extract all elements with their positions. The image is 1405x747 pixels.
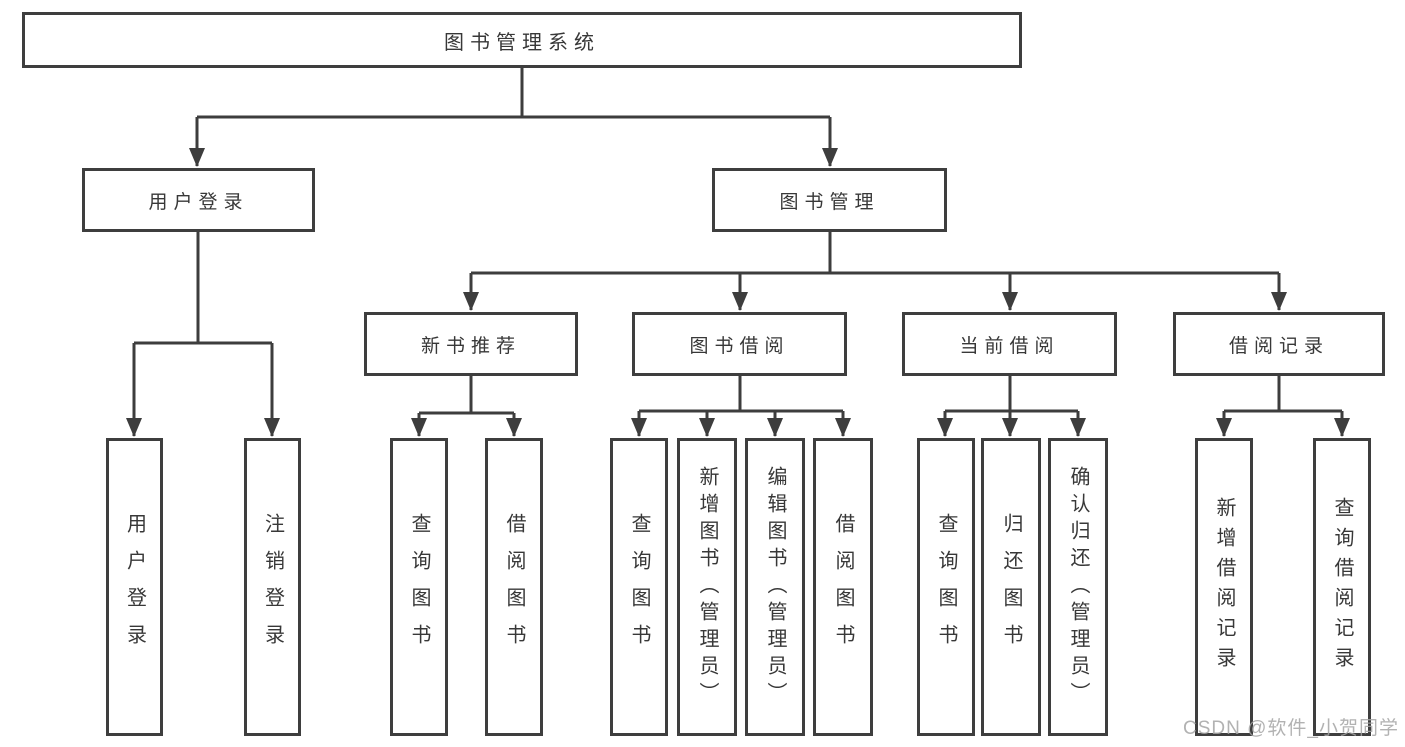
node-label: 新书推荐 [420,335,521,357]
node-label: 新增图书（管理员） [696,465,718,709]
leaf-query-borrow-record: 查询借阅记录 [1313,438,1371,736]
node-label: 查询图书 [408,513,430,661]
node-label: 编辑图书（管理员） [764,465,786,709]
node-label: 借阅记录 [1228,335,1329,357]
connector-user-login-branch [126,232,280,437]
leaf-add-borrow-record: 新增借阅记录 [1195,438,1253,736]
node-label: 借阅图书 [832,513,854,661]
connector-book-borrowing-branch [631,376,851,437]
connector-current-borrowing-branch [937,376,1086,437]
node-label: 查询图书 [935,513,957,661]
node-label: 当前借阅 [959,335,1060,357]
connector-new-book-recommend-branch [411,376,522,437]
node-label: 图书管理 [779,191,880,213]
node-label: 确认归还（管理员） [1067,465,1089,709]
leaf-add-books-admin: 新增图书（管理员） [677,438,737,736]
leaf-user-login: 用户登录 [106,438,163,736]
node-label: 借阅图书 [503,513,525,661]
leaf-query-books-recommend: 查询图书 [390,438,448,736]
leaf-query-books-current: 查询图书 [917,438,975,736]
node-library-management-system: 图书管理系统 [22,12,1022,68]
node-label: 新增借阅记录 [1213,497,1235,677]
node-label: 图书借阅 [689,335,790,357]
node-label: 用户登录 [148,191,249,213]
node-label: 查询借阅记录 [1331,497,1353,677]
node-label: 归还图书 [1000,513,1022,661]
leaf-query-books-borrowing: 查询图书 [610,438,668,736]
leaf-logout: 注销登录 [244,438,301,736]
node-label: 图书管理系统 [444,31,600,54]
node-label: 用户登录 [123,513,146,661]
connector-borrowing-records-branch [1216,376,1350,437]
node-book-borrowing: 图书借阅 [632,312,847,376]
connector-book-management-branch [463,232,1287,311]
node-borrowing-records: 借阅记录 [1173,312,1385,376]
csdn-watermark: CSDN @软件_小贺同学 [1183,718,1399,739]
leaf-borrow-books: 借阅图书 [813,438,873,736]
connector-root-to-level2 [189,68,838,167]
leaf-return-books: 归还图书 [981,438,1041,736]
node-new-book-recommend: 新书推荐 [364,312,578,376]
node-label: 注销登录 [261,513,284,661]
leaf-borrow-books-recommend: 借阅图书 [485,438,543,736]
leaf-confirm-return-admin: 确认归还（管理员） [1048,438,1108,736]
leaf-edit-books-admin: 编辑图书（管理员） [745,438,805,736]
node-current-borrowing: 当前借阅 [902,312,1117,376]
node-book-management: 图书管理 [712,168,947,232]
node-user-login-group: 用户登录 [82,168,315,232]
node-label: 查询图书 [628,513,650,661]
